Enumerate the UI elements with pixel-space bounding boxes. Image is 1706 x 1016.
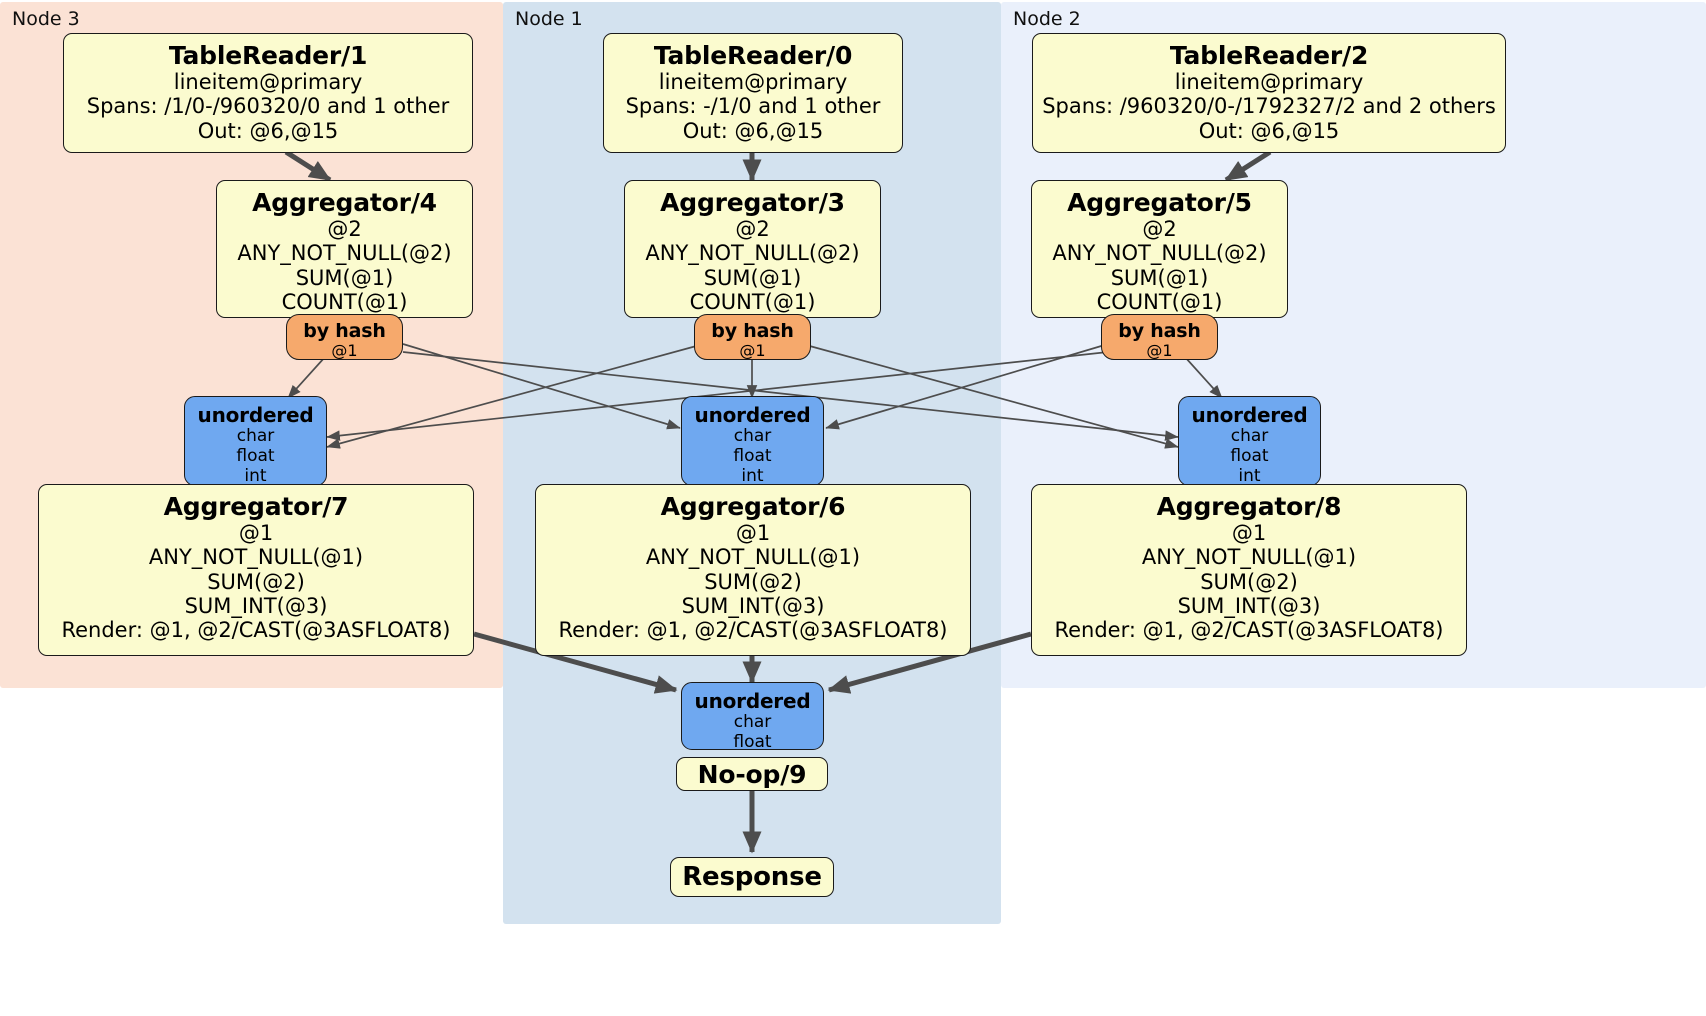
processor-detail-agg2: SUM(@2) — [207, 569, 305, 594]
synchronizer-type-char: char — [733, 712, 772, 733]
synchronizer-unordered-node1[interactable]: unordered char float int — [681, 396, 824, 486]
processor-title: Response — [682, 861, 822, 892]
synchronizer-type-float: float — [733, 731, 772, 752]
processor-detail-agg2: SUM(@1) — [1110, 265, 1209, 290]
processor-aggregator-7[interactable]: Aggregator/7 @1 ANY_NOT_NULL(@1) SUM(@2)… — [38, 484, 474, 656]
processor-detail-render: Render: @1, @2/CAST(@3ASFLOAT8) — [61, 618, 451, 643]
processor-detail-out: Out: @6,@15 — [1198, 118, 1340, 143]
router-title: by hash — [711, 320, 794, 342]
synchronizer-unordered-node3[interactable]: unordered char float int — [184, 396, 327, 486]
processor-title: Aggregator/3 — [660, 188, 845, 217]
processor-aggregator-6[interactable]: Aggregator/6 @1 ANY_NOT_NULL(@1) SUM(@2)… — [535, 484, 971, 656]
synchronizer-title: unordered — [694, 689, 811, 713]
router-title: by hash — [1118, 320, 1201, 342]
processor-detail-spans: Spans: /960320/0-/1792327/2 and 2 others — [1042, 94, 1496, 119]
processor-detail-groupcol: @1 — [735, 521, 771, 545]
processor-aggregator-3[interactable]: Aggregator/3 @2 ANY_NOT_NULL(@2) SUM(@1)… — [624, 180, 881, 318]
processor-detail-agg1: ANY_NOT_NULL(@1) — [148, 545, 364, 570]
router-detail-column: @1 — [1146, 341, 1173, 361]
synchronizer-type-int: int — [244, 465, 267, 486]
processor-title: TableReader/2 — [1169, 41, 1369, 70]
processor-detail-out: Out: @6,@15 — [197, 118, 339, 143]
synchronizer-type-char: char — [236, 426, 275, 447]
processor-title: TableReader/0 — [653, 41, 853, 70]
synchronizer-type-float: float — [236, 445, 275, 466]
processor-title: Aggregator/8 — [1156, 492, 1342, 521]
processor-detail-spans: Spans: -/1/0 and 1 other — [625, 94, 881, 119]
processor-detail-table: lineitem@primary — [173, 70, 363, 94]
node-panel-label-node1: Node 1 — [515, 8, 583, 30]
processor-detail-out: Out: @6,@15 — [682, 118, 824, 143]
router-detail-column: @1 — [739, 341, 766, 361]
processor-detail-agg3: SUM_INT(@3) — [1177, 594, 1321, 619]
processor-response[interactable]: Response — [670, 857, 834, 897]
processor-detail-groupcol: @2 — [327, 217, 362, 241]
processor-detail-groupcol: @2 — [1142, 217, 1177, 241]
processor-tablereader-1[interactable]: TableReader/1 lineitem@primary Spans: /1… — [63, 33, 473, 153]
router-detail-column: @1 — [331, 341, 358, 361]
synchronizer-title: unordered — [1191, 403, 1308, 427]
processor-title: Aggregator/5 — [1067, 188, 1252, 217]
processor-detail-agg1: ANY_NOT_NULL(@1) — [1141, 545, 1357, 570]
synchronizer-type-float: float — [733, 445, 772, 466]
processor-aggregator-8[interactable]: Aggregator/8 @1 ANY_NOT_NULL(@1) SUM(@2)… — [1031, 484, 1467, 656]
synchronizer-title: unordered — [197, 403, 314, 427]
synchronizer-type-int: int — [1238, 465, 1261, 486]
synchronizer-unordered-final[interactable]: unordered char float — [681, 682, 824, 752]
processor-detail-agg1: ANY_NOT_NULL(@1) — [645, 545, 861, 570]
processor-detail-spans: Spans: /1/0-/960320/0 and 1 other — [86, 94, 450, 119]
processor-detail-agg2: SUM(@1) — [295, 265, 394, 290]
synchronizer-type-char: char — [1230, 426, 1269, 447]
processor-detail-agg2: SUM(@2) — [704, 569, 802, 594]
processor-detail-render: Render: @1, @2/CAST(@3ASFLOAT8) — [1054, 618, 1444, 643]
processor-detail-agg1: ANY_NOT_NULL(@2) — [1052, 241, 1267, 266]
processor-detail-agg1: ANY_NOT_NULL(@2) — [237, 241, 452, 266]
processor-detail-agg3: COUNT(@1) — [689, 290, 816, 315]
processor-detail-render: Render: @1, @2/CAST(@3ASFLOAT8) — [558, 618, 948, 643]
router-by-hash-aggregator4[interactable]: by hash @1 — [286, 314, 403, 360]
processor-tablereader-2[interactable]: TableReader/2 lineitem@primary Spans: /9… — [1032, 33, 1506, 153]
processor-title: TableReader/1 — [168, 41, 368, 70]
processor-detail-groupcol: @1 — [238, 521, 274, 545]
router-by-hash-aggregator3[interactable]: by hash @1 — [694, 314, 811, 360]
synchronizer-title: unordered — [694, 403, 811, 427]
processor-aggregator-4[interactable]: Aggregator/4 @2 ANY_NOT_NULL(@2) SUM(@1)… — [216, 180, 473, 318]
processor-aggregator-5[interactable]: Aggregator/5 @2 ANY_NOT_NULL(@2) SUM(@1)… — [1031, 180, 1288, 318]
synchronizer-unordered-node2[interactable]: unordered char float int — [1178, 396, 1321, 486]
node-panel-label-node3: Node 3 — [12, 8, 80, 30]
processor-detail-table: lineitem@primary — [1174, 70, 1364, 94]
processor-detail-table: lineitem@primary — [658, 70, 848, 94]
processor-detail-agg1: ANY_NOT_NULL(@2) — [645, 241, 860, 266]
synchronizer-type-char: char — [733, 426, 772, 447]
processor-title: Aggregator/6 — [660, 492, 846, 521]
processor-detail-groupcol: @2 — [735, 217, 770, 241]
processor-title: Aggregator/7 — [163, 492, 349, 521]
synchronizer-type-int: int — [741, 465, 764, 486]
processor-detail-groupcol: @1 — [1231, 521, 1267, 545]
processor-detail-agg2: SUM(@2) — [1200, 569, 1298, 594]
node-panel-label-node2: Node 2 — [1013, 8, 1081, 30]
processor-detail-agg3: COUNT(@1) — [281, 290, 408, 315]
synchronizer-type-float: float — [1230, 445, 1269, 466]
processor-detail-agg3: SUM_INT(@3) — [681, 594, 825, 619]
processor-detail-agg2: SUM(@1) — [703, 265, 802, 290]
processor-title: No-op/9 — [697, 759, 807, 789]
processor-tablereader-0[interactable]: TableReader/0 lineitem@primary Spans: -/… — [603, 33, 903, 153]
processor-title: Aggregator/4 — [252, 188, 437, 217]
router-title: by hash — [303, 320, 386, 342]
router-by-hash-aggregator5[interactable]: by hash @1 — [1101, 314, 1218, 360]
processor-detail-agg3: SUM_INT(@3) — [184, 594, 328, 619]
processor-noop-9[interactable]: No-op/9 — [676, 757, 828, 791]
processor-detail-agg3: COUNT(@1) — [1096, 290, 1223, 315]
